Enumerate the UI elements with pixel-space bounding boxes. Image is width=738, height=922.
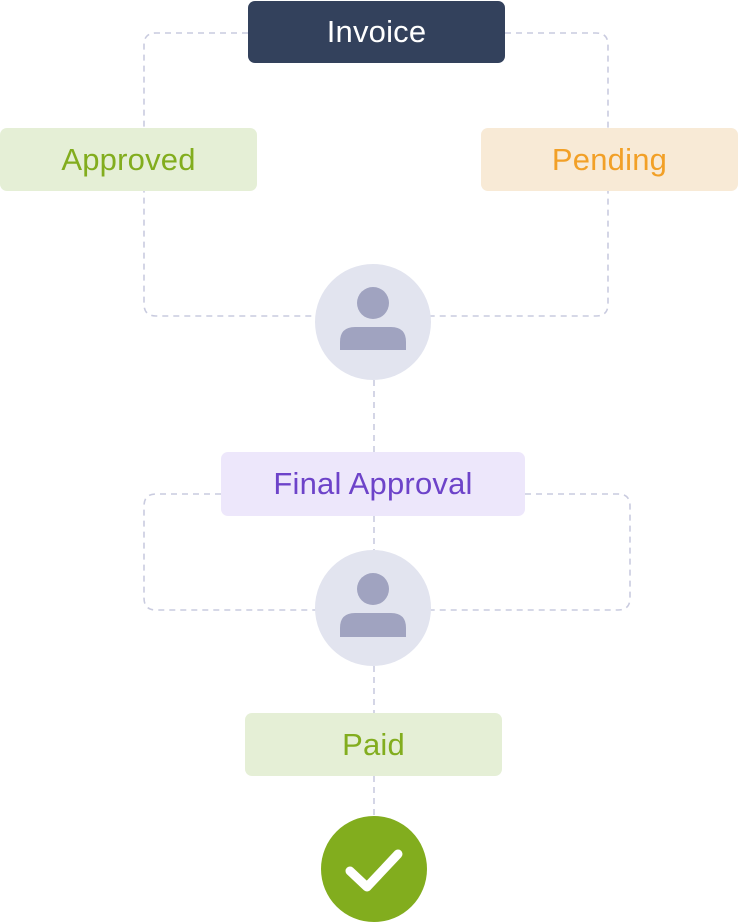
approver-avatar-1 [315,264,431,380]
approver-avatar-2 [315,550,431,666]
paid-node: Paid [245,713,502,776]
user-icon [340,573,406,637]
user-icon [340,287,406,350]
invoice-label: Invoice [326,14,427,49]
checkmark-icon [345,849,403,892]
connector-final-approver-left [143,493,316,611]
approved-label: Approved [61,141,196,177]
connector-final-approver-right [430,493,631,611]
final-approval-label: Final Approval [273,466,473,501]
paid-label: Paid [342,726,405,762]
invoice-node: Invoice [248,1,505,63]
complete-status [321,816,427,922]
pending-node: Pending [481,128,738,191]
pending-label: Pending [551,141,668,177]
final-approval-node: Final Approval [221,452,525,516]
approved-node: Approved [0,128,257,191]
